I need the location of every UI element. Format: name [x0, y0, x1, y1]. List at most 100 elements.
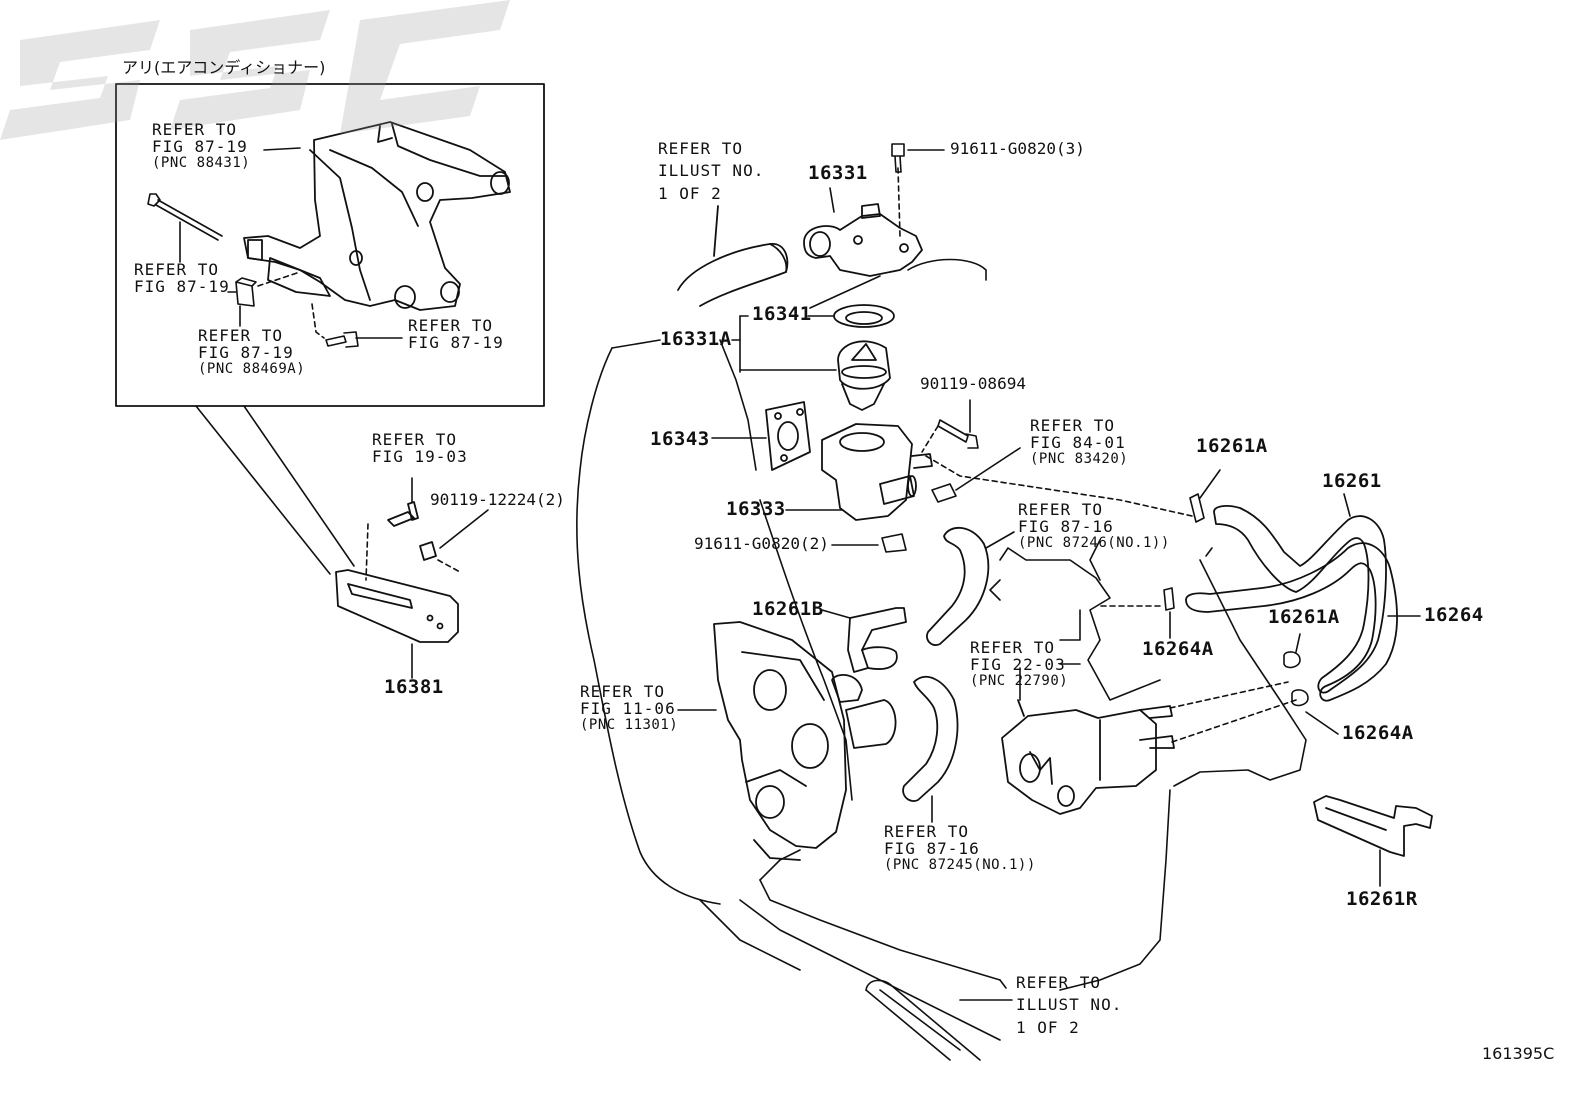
ref-inset-2-line2: FIG 87-19 — [134, 276, 230, 296]
ref-fig-84-01-pnc: (PNC 83420) — [1030, 450, 1129, 467]
ref-illust-bottom-line2: ILLUST NO. — [1016, 995, 1123, 1015]
ref-fig-87-16-a-pnc: (PNC 87246(NO.1)) — [1018, 534, 1170, 551]
part-16261A-mid[interactable]: 16261A — [1268, 606, 1340, 628]
bolt-90119-08694 — [937, 419, 979, 449]
ref-illust-top-line1: REFER TO — [658, 139, 744, 158]
hose-87245-drawing — [902, 676, 959, 802]
ref-fig-84-01[interactable]: REFER TO FIG 84-01 (PNC 83420) — [1030, 416, 1129, 467]
ref-fig-22-03-pnc: (PNC 22790) — [970, 672, 1069, 689]
ref-inset-3[interactable]: REFER TO FIG 87-19 (PNC 88469A) — [198, 327, 306, 377]
ref-illust-bottom-line3: 1 OF 2 — [1016, 1017, 1080, 1037]
thermostat-drawing — [837, 340, 891, 411]
elbow-16261B-drawing — [847, 607, 907, 673]
upper-hose-drawing — [677, 205, 789, 307]
ref-inset-3-pnc: (PNC 88469A) — [198, 360, 306, 377]
housing-16333-drawing — [821, 423, 933, 521]
ref-fig-11-06[interactable]: REFER TO FIG 11-06 (PNC 11301) — [580, 682, 679, 733]
bolt-91611-g0820-3[interactable]: 91611-G0820(3) — [950, 139, 1085, 158]
ref-illust-bottom[interactable]: REFER TO ILLUST NO. 1 OF 2 — [1016, 972, 1122, 1039]
ref-fig-19-03-line2: FIG 19-03 — [372, 446, 468, 466]
ref-fig-11-06-line1: REFER TO — [580, 682, 666, 701]
hose-16264-drawing — [1185, 542, 1398, 702]
ref-inset-4-line2: FIG 87-19 — [408, 332, 504, 352]
watermark-logo — [0, 0, 510, 140]
ref-inset-2[interactable]: REFER TO FIG 87-19 — [134, 260, 230, 296]
clip-16264A-mid — [1163, 587, 1175, 611]
water-inlet-16331-drawing — [803, 203, 923, 277]
bolt-90119-12224-2[interactable]: 90119-12224(2) — [430, 490, 565, 509]
part-16261[interactable]: 16261 — [1322, 470, 1382, 492]
inset-spacer — [235, 277, 257, 307]
clip-16261A-mid — [1283, 651, 1301, 669]
ref-fig-87-16-a[interactable]: REFER TO FIG 87-16 (PNC 87246(NO.1)) — [1018, 500, 1170, 551]
clip-16261A-top — [1189, 493, 1205, 523]
lower-engine-lines — [699, 849, 1001, 1061]
ref-fig-87-16-b-line1: REFER TO — [884, 822, 970, 841]
bolt-91611-3 — [891, 143, 905, 173]
ref-illust-top[interactable]: REFER TO ILLUST NO. 1 OF 2 — [658, 138, 764, 205]
bolt-91611-g0820-2[interactable]: 91611-G0820(2) — [694, 534, 829, 553]
ref-fig-22-03-line2: FIG 22-03 — [970, 654, 1066, 674]
ref-fig-87-16-b-pnc: (PNC 87245(NO.1)) — [884, 856, 1036, 873]
ref-inset-1-line2: FIG 87-19 — [152, 136, 248, 156]
part-16261B[interactable]: 16261B — [752, 598, 824, 620]
part-16331[interactable]: 16331 — [808, 162, 868, 184]
inset-leader-left — [195, 405, 331, 575]
ref-inset-1-line1: REFER TO — [152, 120, 238, 139]
part-16341[interactable]: 16341 — [752, 303, 812, 325]
misc-line-4 — [999, 979, 1007, 989]
ref-fig-84-01-line1: REFER TO — [1030, 416, 1116, 435]
ref-inset-3-line2: FIG 87-19 — [198, 342, 294, 362]
bracket-16261R-drawing — [1313, 795, 1433, 857]
ref-fig-22-03[interactable]: REFER TO FIG 22-03 (PNC 22790) — [970, 639, 1069, 689]
ref-inset-4[interactable]: REFER TO FIG 87-19 — [408, 316, 504, 352]
inset-leader-right — [243, 405, 355, 567]
ref-inset-1[interactable]: REFER TO FIG 87-19 (PNC 88431) — [152, 120, 251, 171]
clip-16264A-low — [1291, 689, 1309, 707]
part-16261A-top[interactable]: 16261A — [1196, 435, 1268, 457]
part-16343[interactable]: 16343 — [650, 428, 710, 450]
part-16381[interactable]: 16381 — [384, 676, 444, 698]
ref-fig-87-16-b-line2: FIG 87-16 — [884, 838, 980, 858]
misc-line-3 — [1205, 547, 1213, 557]
bracket-16381-drawing — [335, 501, 459, 643]
misc-line-1 — [1089, 539, 1101, 581]
part-16333[interactable]: 16333 — [726, 498, 786, 520]
ref-illust-top-line2: ILLUST NO. — [658, 161, 765, 181]
bolt-90119-08694[interactable]: 90119-08694 — [920, 374, 1026, 393]
ref-illust-bottom-line1: REFER TO — [1016, 973, 1102, 992]
inset-title: アリ(エアコンディショナー) — [122, 58, 326, 77]
part-16264A-mid[interactable]: 16264A — [1142, 638, 1214, 660]
gasket-16341-drawing — [833, 304, 895, 328]
ref-fig-19-03[interactable]: REFER TO FIG 19-03 — [372, 430, 468, 466]
ref-fig-87-16-b[interactable]: REFER TO FIG 87-16 (PNC 87245(NO.1)) — [884, 822, 1036, 873]
inset-frame — [115, 83, 545, 407]
throttle-body-drawing — [1001, 699, 1175, 815]
part-16264A-low[interactable]: 16264A — [1342, 722, 1414, 744]
ref-inset-2-line1: REFER TO — [134, 260, 220, 279]
ref-fig-87-16-a-line1: REFER TO — [1018, 500, 1104, 519]
ref-fig-19-03-line1: REFER TO — [372, 430, 458, 449]
ref-fig-11-06-pnc: (PNC 11301) — [580, 716, 679, 733]
ref-fig-11-06-line2: FIG 11-06 — [580, 698, 676, 718]
engine-outline-right — [989, 547, 1307, 991]
figure-id: 161395C — [1482, 1044, 1555, 1063]
front-cover-drawing — [713, 621, 897, 861]
ref-fig-84-01-line2: FIG 84-01 — [1030, 432, 1126, 452]
ref-inset-1-pnc: (PNC 88431) — [152, 154, 251, 171]
housing-edge — [907, 258, 987, 281]
ac-bracket-drawing — [243, 121, 511, 311]
bolt-fig84 — [931, 483, 957, 503]
gasket-16343-drawing — [765, 401, 811, 471]
inset-long-bolt — [147, 193, 223, 241]
part-16261R[interactable]: 16261R — [1346, 888, 1418, 910]
hose-87246-drawing — [926, 527, 990, 646]
ref-inset-4-line1: REFER TO — [408, 316, 494, 335]
bolt-91611-2 — [881, 533, 907, 553]
part-16264[interactable]: 16264 — [1424, 604, 1484, 626]
ref-fig-87-16-a-line2: FIG 87-16 — [1018, 516, 1114, 536]
part-16331A[interactable]: 16331A — [660, 328, 732, 350]
engine-outline — [576, 339, 853, 905]
